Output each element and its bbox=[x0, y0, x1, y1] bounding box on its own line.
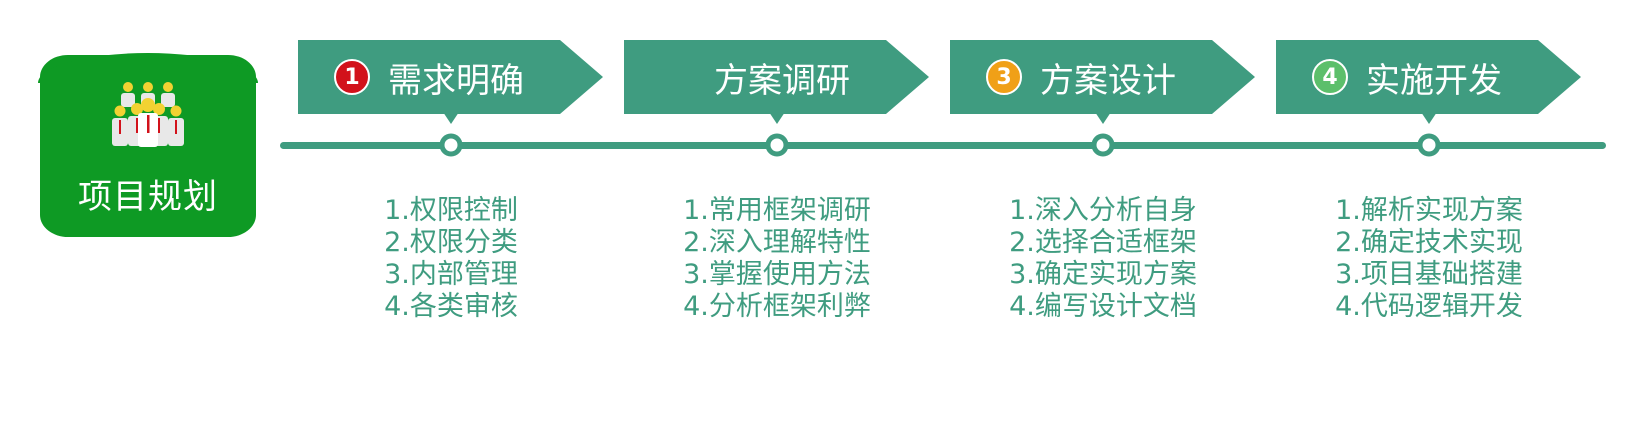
stage-3-node-marker bbox=[1091, 112, 1115, 157]
list-item: 3.掌握使用方法 bbox=[683, 259, 871, 290]
list-item: 1.常用框架调研 bbox=[683, 195, 871, 226]
stage-3-title: 方案设计 bbox=[1040, 60, 1176, 101]
list-item: 2.权限分类 bbox=[384, 227, 518, 258]
stage-4-node-marker bbox=[1417, 112, 1441, 157]
list-item: 1.深入分析自身 bbox=[1009, 195, 1197, 226]
arrow-banner-shape bbox=[624, 40, 929, 114]
timeline-line bbox=[280, 142, 1606, 149]
stage-1-banner: 1 需求明确 bbox=[298, 40, 603, 114]
list-item: 4.各类审核 bbox=[384, 291, 518, 322]
root-badge: 项目规划 bbox=[38, 53, 258, 237]
root-title: 项目规划 bbox=[78, 177, 218, 217]
stage-4-items: 1.解析实现方案 2.确定技术实现 3.项目基础搭建 4.代码逻辑开发 bbox=[1309, 195, 1549, 323]
list-item: 4.编写设计文档 bbox=[1009, 291, 1197, 322]
arrow-banner-shape bbox=[298, 40, 603, 114]
list-item: 4.代码逻辑开发 bbox=[1335, 291, 1523, 322]
list-item: 4.分析框架利弊 bbox=[683, 291, 871, 322]
stage-4-title: 实施开发 bbox=[1366, 60, 1502, 101]
stage-3-banner: 3 方案设计 bbox=[950, 40, 1255, 114]
arrow-banner-shape bbox=[950, 40, 1255, 114]
stage-3-items: 1.深入分析自身 2.选择合适框架 3.确定实现方案 4.编写设计文档 bbox=[983, 195, 1223, 323]
stage-2-number-badge bbox=[660, 59, 696, 95]
arrow-banner-shape bbox=[1276, 40, 1581, 114]
list-item: 3.确定实现方案 bbox=[1009, 259, 1197, 290]
stage-2-items: 1.常用框架调研 2.深入理解特性 3.掌握使用方法 4.分析框架利弊 bbox=[657, 195, 897, 323]
list-item: 1.权限控制 bbox=[384, 195, 518, 226]
stage-1-title: 需求明确 bbox=[388, 60, 524, 101]
list-item: 2.深入理解特性 bbox=[683, 227, 871, 258]
list-item: 2.选择合适框架 bbox=[1009, 227, 1197, 258]
stage-4-banner: 4 实施开发 bbox=[1276, 40, 1581, 114]
stage-2-banner: 方案调研 bbox=[624, 40, 929, 114]
stage-1-items: 1.权限控制 2.权限分类 3.内部管理 4.各类审核 bbox=[331, 195, 571, 323]
stage-2-title: 方案调研 bbox=[714, 60, 850, 101]
list-item: 3.内部管理 bbox=[384, 259, 518, 290]
list-item: 2.确定技术实现 bbox=[1335, 227, 1523, 258]
list-item: 1.解析实现方案 bbox=[1335, 195, 1523, 226]
stage-1-node-marker bbox=[439, 112, 463, 157]
stage-2-node-marker bbox=[765, 112, 789, 157]
stage-4-number-badge: 4 bbox=[1312, 59, 1348, 95]
stage-1-number-badge: 1 bbox=[334, 59, 370, 95]
list-item: 3.项目基础搭建 bbox=[1335, 259, 1523, 290]
people-group-icon bbox=[112, 82, 184, 147]
stage-3-number-badge: 3 bbox=[986, 59, 1022, 95]
